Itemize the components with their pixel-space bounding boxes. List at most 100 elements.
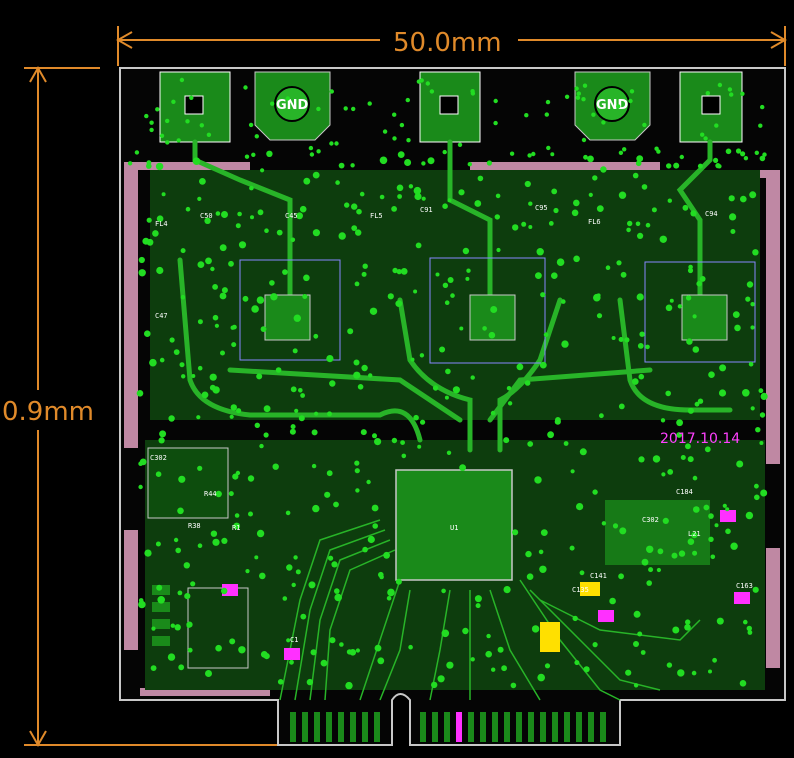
via (378, 571, 384, 578)
via (276, 229, 283, 236)
width-dimension (115, 26, 788, 66)
via (528, 201, 533, 206)
via (242, 295, 249, 302)
via (712, 657, 717, 663)
via (743, 156, 749, 161)
via (445, 368, 451, 375)
via (457, 142, 463, 147)
via (452, 386, 460, 394)
via (263, 405, 271, 413)
via (214, 323, 219, 328)
via (746, 281, 754, 288)
via (583, 666, 590, 673)
via (138, 256, 145, 264)
via (351, 106, 356, 112)
via (282, 269, 288, 275)
via (622, 147, 627, 152)
via (574, 660, 580, 666)
via (231, 342, 237, 348)
via (326, 355, 334, 363)
via (387, 293, 394, 300)
via (618, 403, 625, 410)
via (444, 395, 449, 400)
via (587, 155, 594, 163)
via (546, 145, 551, 151)
via (419, 353, 425, 358)
via (697, 398, 704, 404)
via (244, 154, 250, 159)
via (210, 530, 218, 537)
via (144, 330, 151, 338)
gnd-label-left: GND (276, 98, 309, 113)
via (637, 232, 644, 239)
via (441, 588, 446, 594)
via (740, 195, 747, 203)
via (636, 293, 644, 301)
via (285, 96, 290, 101)
via (361, 364, 368, 372)
via (740, 151, 746, 157)
via (645, 222, 651, 228)
via (138, 461, 143, 467)
via (179, 77, 185, 83)
via (618, 150, 624, 155)
via (501, 665, 507, 672)
via (229, 414, 234, 419)
via (382, 129, 388, 134)
via (531, 151, 536, 157)
via (637, 343, 644, 349)
via (197, 196, 202, 201)
via (547, 431, 554, 439)
via (142, 237, 150, 245)
via (421, 196, 426, 201)
via (708, 536, 714, 542)
via (540, 292, 546, 298)
via (387, 588, 395, 597)
via (219, 244, 227, 252)
component-designator: R44 (204, 490, 217, 498)
via (641, 184, 648, 190)
via (270, 101, 275, 106)
via (592, 642, 598, 648)
via (215, 490, 222, 498)
via (648, 567, 654, 573)
via (685, 295, 692, 301)
via (599, 413, 604, 419)
via (300, 613, 307, 620)
via (579, 448, 587, 456)
via (544, 112, 549, 117)
via (251, 305, 259, 313)
via (167, 653, 176, 661)
via (735, 148, 742, 154)
via (748, 361, 754, 367)
via (656, 567, 662, 573)
via (477, 175, 484, 182)
via (612, 523, 619, 529)
via (144, 549, 152, 557)
via (758, 388, 764, 394)
via (760, 104, 765, 110)
via (462, 247, 470, 255)
via (209, 384, 216, 391)
via (149, 120, 154, 125)
via (367, 101, 372, 106)
via (752, 586, 759, 593)
via (263, 432, 269, 438)
via (524, 380, 531, 386)
via (692, 475, 698, 481)
via (180, 248, 186, 254)
via (749, 191, 757, 199)
via (374, 644, 382, 652)
date-code: 2017.10.14 (660, 431, 740, 447)
via (474, 595, 482, 603)
via (641, 558, 649, 566)
via (591, 112, 596, 117)
via (186, 623, 191, 628)
via (676, 419, 683, 427)
via (236, 408, 242, 414)
via (705, 91, 710, 96)
via (543, 332, 549, 338)
via (569, 545, 575, 551)
via (290, 237, 296, 243)
component-designator: R1 (232, 524, 240, 532)
